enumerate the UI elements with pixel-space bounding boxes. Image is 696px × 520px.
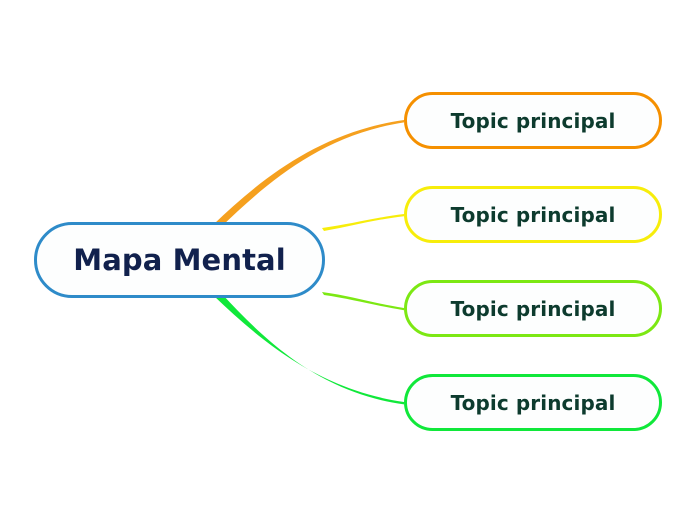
topic-node-1[interactable]: Topic principal [404,92,662,149]
central-node[interactable]: Mapa Mental [34,222,325,298]
topic-node-2[interactable]: Topic principal [404,186,662,243]
topic-node-3-label: Topic principal [450,296,616,321]
connector-orange [214,120,404,226]
connector-green [214,294,404,405]
topic-node-1-label: Topic principal [450,108,616,133]
topic-node-3[interactable]: Topic principal [404,280,662,337]
connector-yellow [322,214,404,231]
central-node-label: Mapa Mental [73,243,286,277]
topic-node-4[interactable]: Topic principal [404,374,662,431]
topic-node-2-label: Topic principal [450,202,616,227]
connector-chartreuse [322,292,404,311]
topic-node-4-label: Topic principal [450,390,616,415]
